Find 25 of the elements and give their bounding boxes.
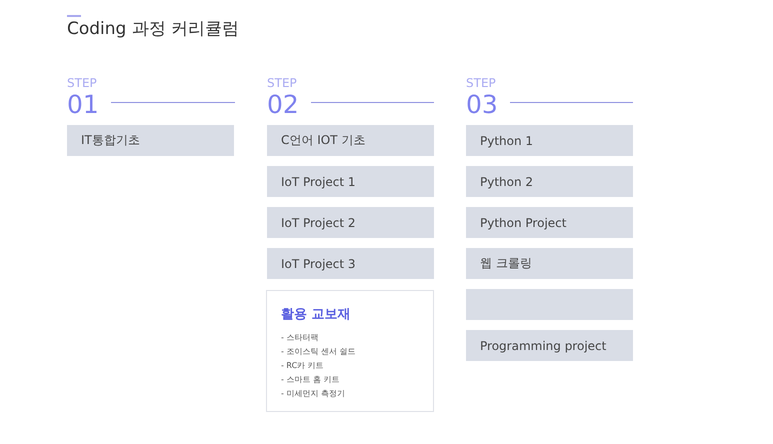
course-box: 웹 크롤링 [466, 248, 633, 279]
list-item: - 스마트 홈 키트 [281, 374, 341, 386]
list-item: - 스타터팩 [281, 332, 320, 344]
step-number: 03 [466, 92, 498, 117]
list-item: - RC카 키트 [281, 360, 325, 372]
step-label: STEP [466, 76, 496, 90]
course-box: Python 1 [466, 125, 633, 156]
course-box: Programming project [466, 330, 633, 361]
step-label: STEP [267, 76, 297, 90]
course-box: IT통합기초 [67, 125, 234, 156]
card-heading: 활용 교보재 [281, 306, 352, 323]
course-box: IoT Project 1 [267, 166, 434, 197]
course-box: IoT Project 3 [267, 248, 434, 279]
course-box [466, 289, 633, 320]
course-box: Python Project [466, 207, 633, 238]
step-number: 01 [67, 92, 99, 117]
step-label: STEP [67, 76, 97, 90]
course-box: IoT Project 2 [267, 207, 434, 238]
course-box: C언어 IOT 기초 [267, 125, 434, 156]
list-item: - 조이스틱 센서 쉴드 [281, 346, 357, 358]
list-item: - 미세먼지 측정기 [281, 388, 346, 400]
step-number: 02 [267, 92, 299, 117]
materials-card [266, 290, 434, 412]
course-box: Python 2 [466, 166, 633, 197]
page-title: Coding 과정 커리큘럼 [67, 18, 240, 40]
